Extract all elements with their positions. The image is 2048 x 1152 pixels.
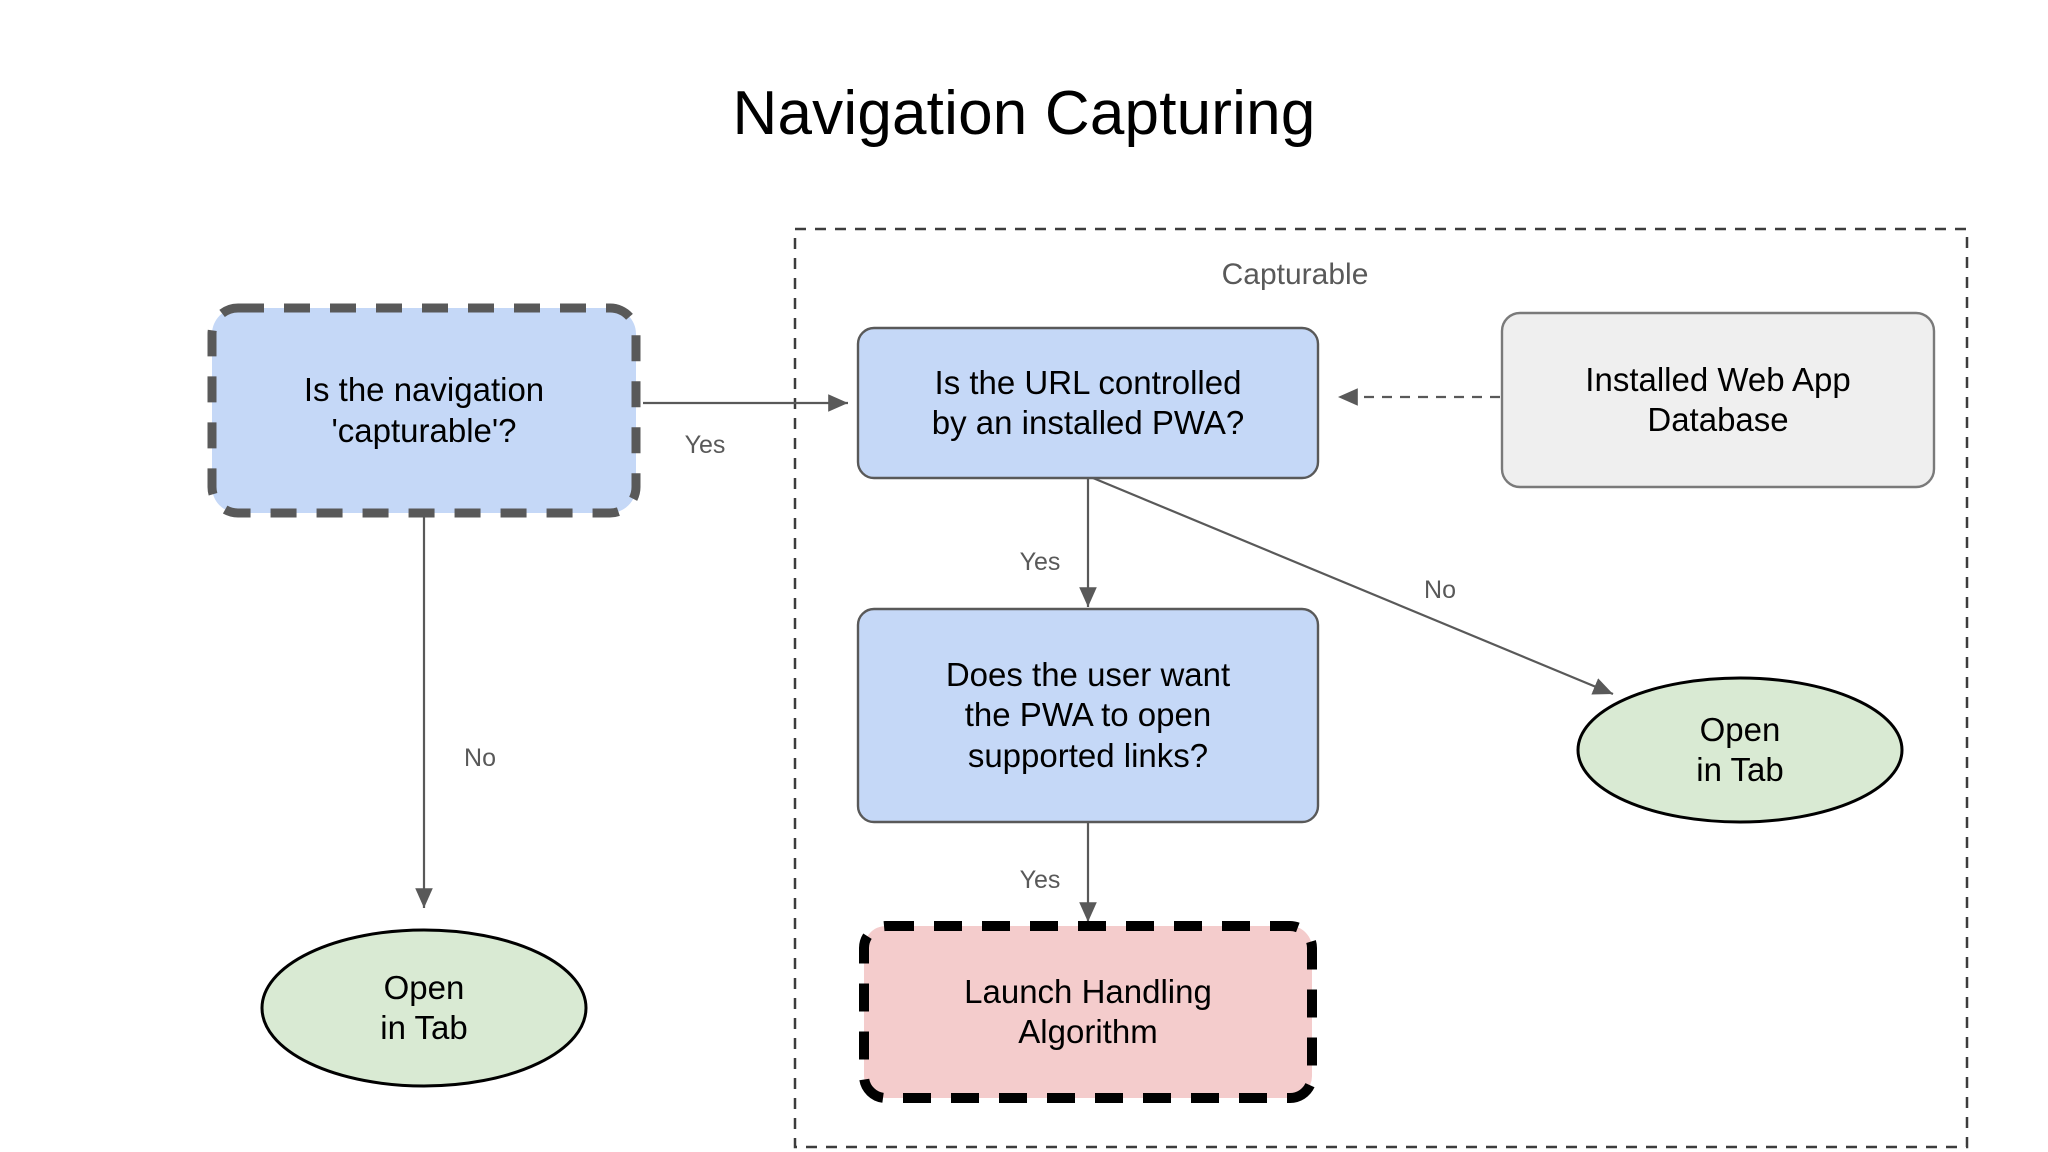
page-title: Navigation Capturing: [732, 79, 1316, 148]
node-is-url-controlled[interactable]: [856, 326, 1320, 480]
edge-label-url-yes: Yes: [1019, 548, 1061, 576]
node-launch-handling-algorithm[interactable]: [859, 921, 1317, 1103]
edge-label-capturable-no: No: [464, 744, 496, 772]
edge-label-user-want-yes: Yes: [1019, 866, 1061, 894]
node-installed-web-app-database[interactable]: [1500, 311, 1936, 489]
edge-url-no-line: [1092, 476, 1614, 696]
node-does-user-want-pwa-open-links[interactable]: [856, 607, 1320, 824]
node-open-in-tab-right[interactable]: [1576, 676, 1904, 824]
capturable-group-label: Capturable: [1221, 258, 1369, 291]
node-open-in-tab-left[interactable]: [260, 928, 588, 1088]
edge-label-url-no: No: [1424, 576, 1456, 604]
capturable-group-border: [793, 227, 1969, 1149]
edge-label-capturable-yes: Yes: [684, 431, 726, 459]
node-is-navigation-capturable[interactable]: [207, 303, 641, 518]
